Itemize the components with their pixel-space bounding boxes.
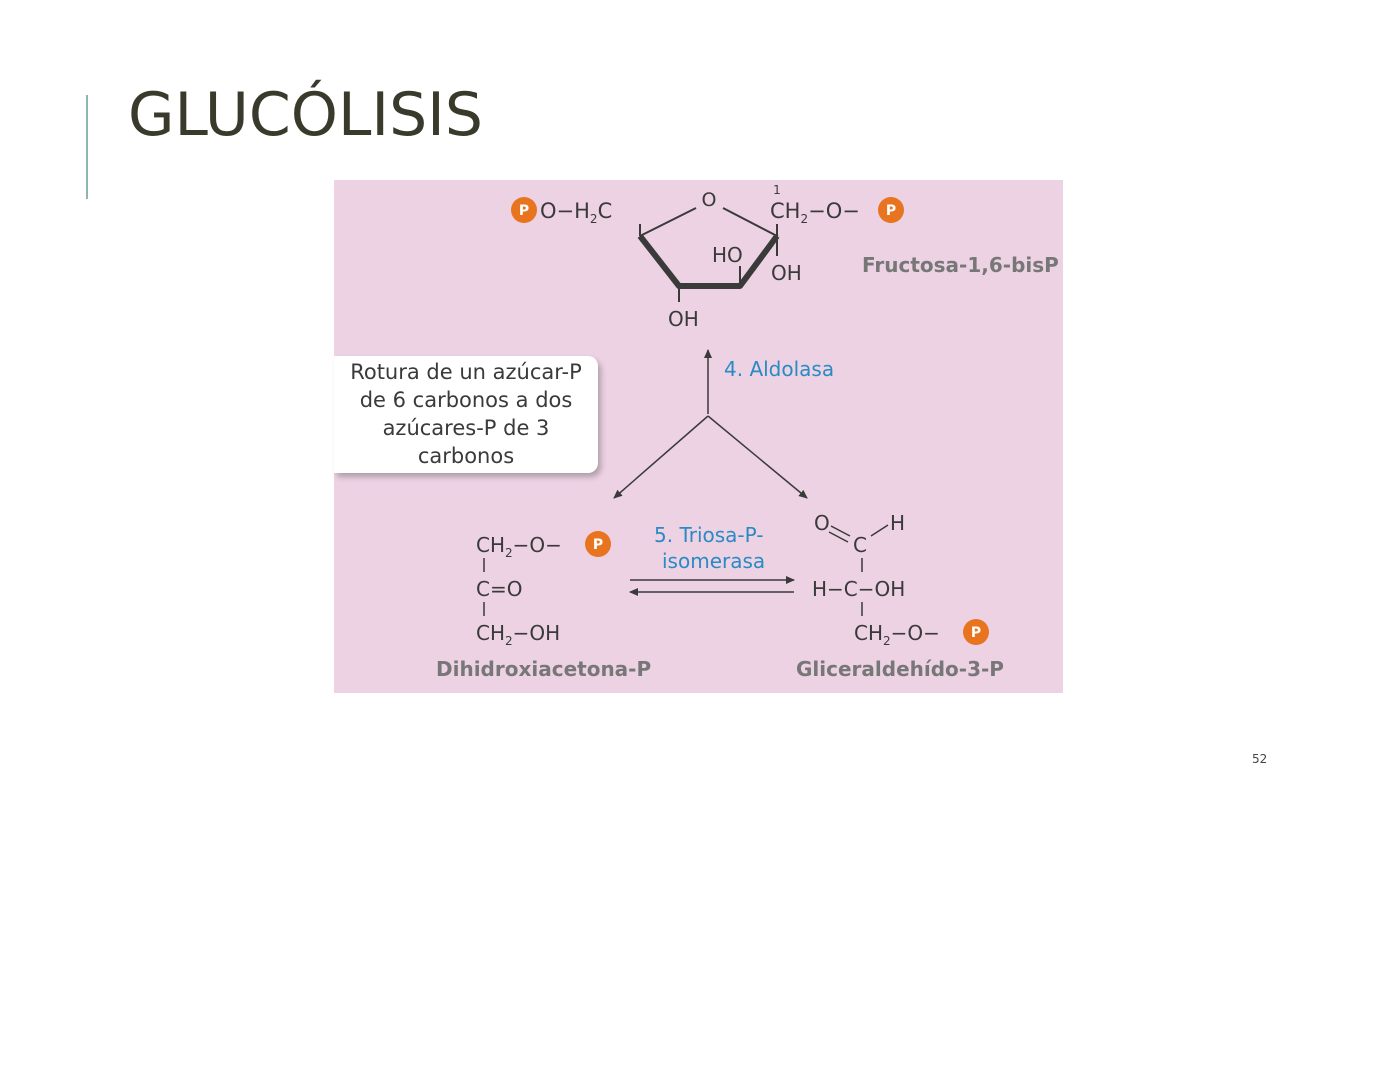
fructose-molecule: P O−H2C O 1 CH2−O− P HO OH OH Fructosa-1… bbox=[511, 183, 1059, 331]
phosphate-letter: P bbox=[971, 625, 981, 641]
dhap-row2: C=O bbox=[476, 577, 522, 601]
isomerase-label-2: isomerasa bbox=[662, 549, 765, 573]
dhap-molecule: CH2−O− P C=O CH2−OH Dihidroxiacetona-P bbox=[436, 531, 651, 681]
dhap-row1: CH2−O− bbox=[476, 533, 562, 560]
glycolysis-figure: P O−H2C O 1 CH2−O− P HO OH OH Fructosa-1… bbox=[334, 180, 1063, 693]
g3p-hydrogen: H bbox=[890, 511, 905, 535]
g3p-row3: CH2−O− bbox=[854, 621, 940, 648]
g3p-label: Gliceraldehído-3-P bbox=[796, 657, 1004, 681]
phosphate-icon bbox=[511, 197, 537, 223]
isomerase-label-1: 5. Triosa-P- bbox=[654, 523, 763, 547]
ring-oh-bottom: OH bbox=[668, 307, 699, 331]
phosphate-letter: P bbox=[593, 537, 603, 553]
g3p-molecule: O H C H−C−OH CH2−O− P Gliceraldehído-3-P bbox=[796, 511, 1004, 681]
dhap-row3: CH2−OH bbox=[476, 621, 560, 648]
ring-oh-right: OH bbox=[771, 261, 802, 285]
isomerase-arrows: 5. Triosa-P- isomerasa bbox=[629, 523, 795, 596]
aldolase-arrows: 4. Aldolasa bbox=[613, 349, 834, 499]
slide-title: GLUCÓLISIS bbox=[128, 80, 483, 150]
fructose-label: Fructosa-1,6-bisP bbox=[862, 253, 1059, 277]
phosphate-icon bbox=[878, 197, 904, 223]
page-number: 52 bbox=[1252, 752, 1268, 766]
reaction-diagram: P O−H2C O 1 CH2−O− P HO OH OH Fructosa-1… bbox=[436, 183, 1059, 681]
carbon-number: 1 bbox=[773, 183, 781, 197]
dhap-label: Dihidroxiacetona-P bbox=[436, 657, 651, 681]
callout-box: Rotura de un azúcar-P de 6 carbonos a do… bbox=[334, 356, 598, 473]
ring-ho: HO bbox=[712, 243, 743, 267]
ring-bonds bbox=[639, 207, 779, 287]
title-accent-bar bbox=[86, 95, 88, 199]
g3p-carbon: C bbox=[853, 533, 867, 557]
phosphate-letter: P bbox=[886, 203, 896, 219]
fructose-right-group: CH2−O− bbox=[770, 199, 860, 226]
phosphate-letter: P bbox=[519, 203, 529, 219]
phosphate-icon bbox=[963, 619, 989, 645]
ring-oxygen: O bbox=[702, 189, 717, 211]
fructose-left-group: O−H2C bbox=[540, 199, 612, 226]
phosphate-icon bbox=[585, 531, 611, 557]
aldolase-label: 4. Aldolasa bbox=[724, 357, 834, 381]
g3p-row2: H−C−OH bbox=[812, 577, 905, 601]
g3p-oxygen: O bbox=[814, 511, 830, 535]
ring-front-edge bbox=[637, 234, 780, 289]
